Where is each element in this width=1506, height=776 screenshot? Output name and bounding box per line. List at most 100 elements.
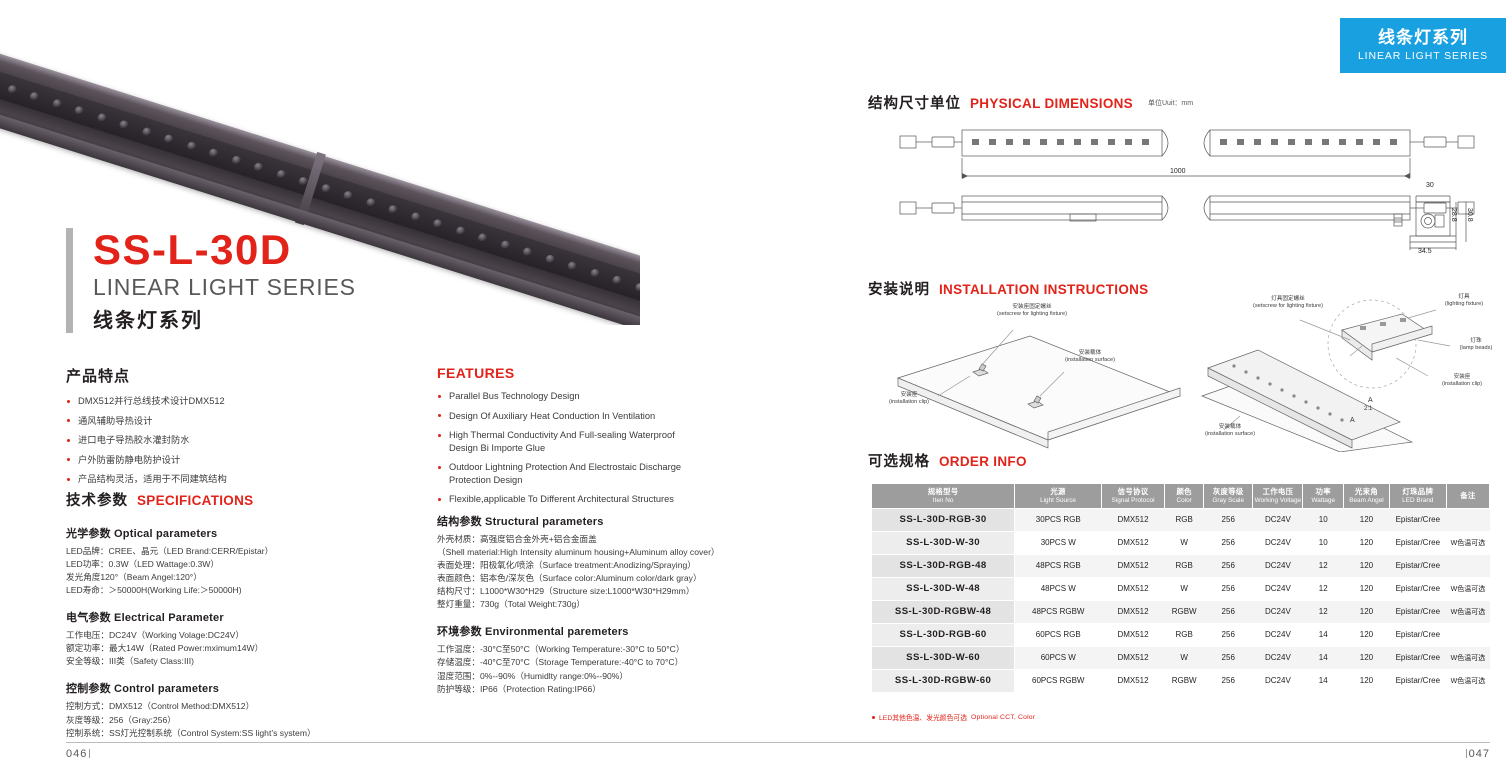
group-title: 结构参数 Structural parameters xyxy=(437,516,604,528)
list-item: 户外防雷防静电防护设计 xyxy=(66,454,416,467)
cell-remark: W色温可选 xyxy=(1446,531,1490,555)
svg-text:2:1: 2:1 xyxy=(1364,406,1373,412)
cell-model: SS-L-30D-RGBW-48 xyxy=(872,600,1016,624)
dimension-drawing-svg xyxy=(899,129,1475,222)
cell-voltage: DC24V xyxy=(1252,577,1303,601)
cell-beam: 120 xyxy=(1343,623,1390,647)
installation-heading-cn: 安装说明 xyxy=(868,282,930,298)
environmental-parameters-group: 环境参数 Environmental paremeters 工作温度：-30°C… xyxy=(437,623,837,695)
series-badge-en: LINEAR LIGHT SERIES xyxy=(1357,49,1489,62)
cell-remark xyxy=(1446,508,1490,532)
installation-heading: 安装说明 INSTALLATION INSTRUCTIONS xyxy=(868,278,1149,299)
param-line: 工作温度：-30°C至50°C（Working Temperature:-30°… xyxy=(437,644,685,655)
cell-voltage: DC24V xyxy=(1252,508,1303,532)
cell-color: W xyxy=(1164,646,1204,670)
list-item: 产品结构灵活，适用于不同建筑结构 xyxy=(66,473,416,486)
footer-divider xyxy=(66,742,1490,743)
dimensions-heading-cn: 结构尺寸单位 xyxy=(868,96,961,112)
table-row: SS-L-30D-W-60 60PCS W DMX512 W 256 DC24V… xyxy=(872,646,1490,670)
cell-protocol: DMX512 xyxy=(1101,508,1165,532)
list-item: 通风辅助导热设计 xyxy=(66,415,416,428)
list-item: High Thermal Conductivity And Full-seali… xyxy=(437,429,695,454)
cell-remark: W色温可选 xyxy=(1446,577,1490,601)
cell-voltage: DC24V xyxy=(1252,531,1303,555)
series-badge: 线条灯系列 LINEAR LIGHT SERIES xyxy=(1340,18,1506,73)
cell-gray: 256 xyxy=(1203,577,1253,601)
cell-gray: 256 xyxy=(1203,531,1253,555)
cell-protocol: DMX512 xyxy=(1101,577,1165,601)
product-series-cn: 线条灯系列 xyxy=(93,310,203,333)
group-title: 控制参数 Control parameters xyxy=(66,683,220,696)
features-en-list: Parallel Bus Technology Design Design Of… xyxy=(437,390,837,506)
specifications-heading-cn: 技术参数 xyxy=(66,493,128,509)
product-series-en: LINEAR LIGHT SERIES xyxy=(93,274,356,301)
cell-gray: 256 xyxy=(1203,600,1253,624)
cell-color: RGB xyxy=(1164,554,1204,578)
features-cn-heading: 产品特点 xyxy=(66,368,131,385)
cell-model: SS-L-30D-W-60 xyxy=(872,646,1016,670)
cell-beam: 120 xyxy=(1343,531,1390,555)
param-line: （Shell material:High Intensity aluminum … xyxy=(437,547,720,558)
cell-model: SS-L-30D-RGB-30 xyxy=(872,508,1016,532)
cell-remark xyxy=(1446,554,1490,578)
cell-beam: 120 xyxy=(1343,508,1390,532)
cell-wattage: 12 xyxy=(1302,554,1344,578)
installation-diagram-right: A 2:1 A 灯具固定螺丝(setscrew for lighting fix… xyxy=(1200,294,1506,453)
cell-color: RGBW xyxy=(1164,600,1204,624)
features-en-heading: FEATURES xyxy=(437,365,515,381)
cell-wattage: 14 xyxy=(1302,669,1344,693)
table-row: SS-L-30D-RGB-30 30PCS RGB DMX512 RGB 256… xyxy=(872,508,1490,532)
cell-remark xyxy=(1446,623,1490,647)
install-label-surface-right: 安装载体(installation surface) xyxy=(1204,424,1256,437)
install-label-setscrew: 安装座固定螺丝(setscrew for lighting fixture) xyxy=(997,304,1067,317)
specs-left-column: 光学参数 Optical parameters LED品牌：CREE、晶元（LE… xyxy=(66,513,426,740)
cell-brand: Epistar/Cree xyxy=(1389,669,1447,693)
list-item: Outdoor Lightning Protection And Electro… xyxy=(437,461,695,486)
installation-diagram-right-svg: A 2:1 A xyxy=(1201,299,1451,453)
page-number-right: 047 xyxy=(1464,748,1490,760)
cell-remark: W色温可选 xyxy=(1446,669,1490,693)
cell-gray: 256 xyxy=(1203,646,1253,670)
order-info-heading-en: ORDER INFO xyxy=(939,454,1027,469)
features-cn-list: DMX512并行总线技术设计DMX512 通风辅助导热设计 进口电子导热胶水灌封… xyxy=(66,395,416,486)
cell-voltage: DC24V xyxy=(1252,646,1303,670)
cell-color: RGB xyxy=(1164,623,1204,647)
param-line: 安全等级：III类（Safety Class:III) xyxy=(66,656,194,667)
cell-color: W xyxy=(1164,577,1204,601)
dimension-drawing: 1000 xyxy=(880,118,1500,268)
dimensions-unit: 单位Uuit：mm xyxy=(1147,99,1194,107)
cell-wattage: 14 xyxy=(1302,646,1344,670)
cell-protocol: DMX512 xyxy=(1101,646,1165,670)
cell-voltage: DC24V xyxy=(1252,554,1303,578)
install-label-clip: 安装座(installation clip) xyxy=(888,392,930,405)
cell-remark: W色温可选 xyxy=(1446,646,1490,670)
cell-gray: 256 xyxy=(1203,508,1253,532)
group-title: 环境参数 Environmental paremeters xyxy=(437,626,629,639)
cell-protocol: DMX512 xyxy=(1101,531,1165,555)
features-cn-section: 产品特点 DMX512并行总线技术设计DMX512 通风辅助导热设计 进口电子导… xyxy=(66,365,416,493)
cell-protocol: DMX512 xyxy=(1101,600,1165,624)
list-item: Flexible,applicable To Different Archite… xyxy=(437,493,837,506)
page-title: SS-L-30D LINEAR LIGHT SERIES 线条灯系列 xyxy=(66,227,356,334)
order-info-note-en: Optional CCT, Color xyxy=(971,713,1036,721)
table-row: SS-L-30D-RGBW-60 60PCS RGBW DMX512 RGBW … xyxy=(872,669,1490,693)
cell-protocol: DMX512 xyxy=(1101,623,1165,647)
cell-brand: Epistar/Cree xyxy=(1389,577,1447,601)
cell-beam: 120 xyxy=(1343,554,1390,578)
series-badge-cn: 线条灯系列 xyxy=(1378,28,1468,48)
cell-brand: Epistar/Cree xyxy=(1389,646,1447,670)
cell-remark: W色温可选 xyxy=(1446,600,1490,624)
cell-color: RGBW xyxy=(1164,669,1204,693)
param-line: 表面颜色：铝本色/深灰色（Surface color:Aluminum colo… xyxy=(437,573,702,584)
list-item: Parallel Bus Technology Design xyxy=(437,390,837,403)
svg-text:A: A xyxy=(1368,397,1373,404)
title-rule xyxy=(66,228,73,334)
cell-wattage: 12 xyxy=(1302,600,1344,624)
cell-gray: 256 xyxy=(1203,669,1253,693)
order-info-table-body: SS-L-30D-RGB-30 30PCS RGB DMX512 RGB 256… xyxy=(872,508,1490,693)
order-info-note: LED其他色温、发光颜色可选 Optional CCT, Color xyxy=(872,712,1035,722)
table-row: SS-L-30D-W-48 48PCS W DMX512 W 256 DC24V… xyxy=(872,577,1490,601)
